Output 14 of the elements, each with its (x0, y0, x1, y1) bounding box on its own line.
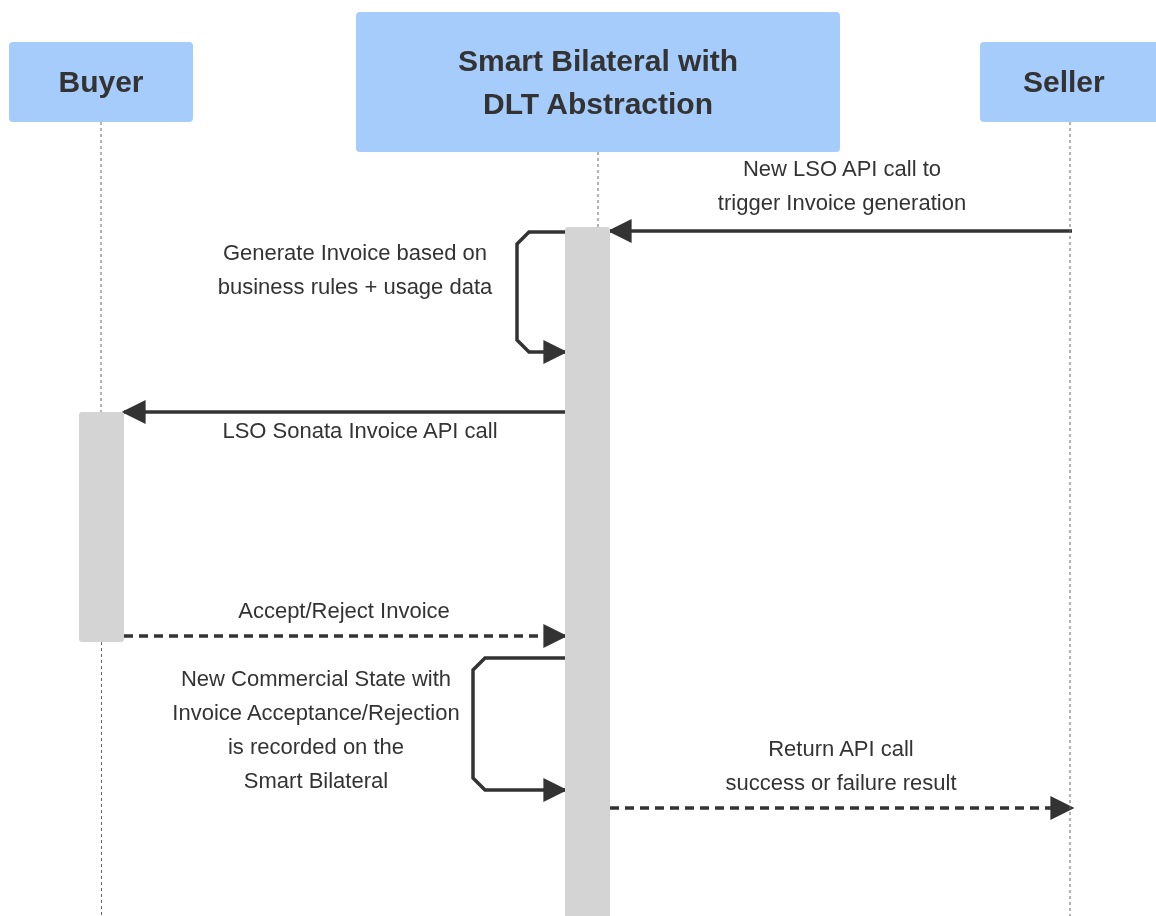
activation-bar (79, 412, 124, 642)
lifeline (597, 151, 599, 228)
participant-name: Buyer (58, 64, 144, 101)
activation-bar (565, 227, 610, 916)
participant-box (356, 12, 840, 152)
participant-name: Smart Bilateral with DLT Abstraction (456, 42, 740, 122)
lifeline (100, 121, 102, 413)
participant-name: Seller (1023, 64, 1105, 101)
participant-box (9, 42, 193, 122)
arrow (610, 796, 1075, 820)
lifeline (101, 641, 102, 916)
arrow (121, 400, 565, 424)
lifeline (1069, 121, 1071, 916)
participant-box (980, 42, 1156, 122)
